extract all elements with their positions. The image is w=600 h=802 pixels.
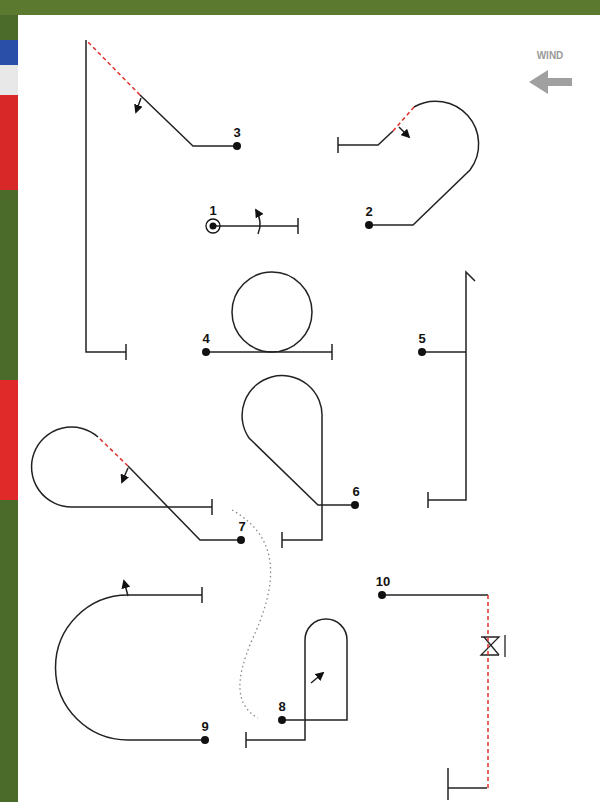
figure-line [32,427,212,507]
wind-arrow-shaft [546,78,572,86]
snap-roll-symbol [481,635,505,657]
roll-arrow [256,210,260,234]
grass-strip [0,0,600,15]
end-tick [281,532,283,548]
start-dot [351,501,359,509]
start-dot [365,221,373,229]
figure-number: 6 [352,485,359,498]
figure-line [140,95,237,146]
snap-roll-stroke [484,637,499,655]
dashed-segment [86,40,140,95]
flag-white [0,65,18,95]
end-tick [331,344,333,360]
white-panel [18,15,600,802]
roll-arrow [122,468,128,482]
end-tick [211,499,213,515]
figure-line [338,131,393,145]
dashed-segment [393,107,414,131]
figure-number: 4 [202,332,209,345]
figure-number: 10 [376,575,390,588]
figure-number: 5 [418,332,425,345]
dashed-segment [487,595,489,788]
roll-arrow [124,581,128,596]
wind-label: WIND [537,51,564,61]
roll-arrow [136,98,141,112]
figure-line [242,376,355,540]
start-dot [378,591,386,599]
start-dot [278,716,286,724]
end-tick [245,732,247,748]
figure-line [213,225,298,227]
start-dot [202,348,210,356]
figure-line [56,595,206,740]
roll-arrow [399,127,409,137]
snap-roll-zigzag [481,637,499,655]
start-dot [237,536,245,544]
figure-number: 1 [209,204,216,217]
end-tick [337,137,339,153]
start-dot [210,223,217,230]
figure-number: 7 [238,520,245,533]
dashed-segment [98,437,128,466]
figure-line [128,466,241,540]
roll-arrow [311,673,323,683]
figure-number: 2 [365,205,372,218]
figure-line [369,101,479,225]
wind-arrow-head [529,70,548,94]
first-figure-ring [206,219,220,233]
figure-line [246,619,347,740]
flag-blue [0,40,18,65]
figure-line [428,272,475,500]
end-tick [427,492,429,508]
figure-number: 3 [233,126,240,139]
figure-line [86,40,126,352]
end-tick [447,768,449,800]
dotted-link [232,510,271,718]
end-tick [125,344,127,360]
figure-line [422,351,466,353]
figure-number: 8 [278,700,285,713]
snap-roll-bar [504,635,505,657]
start-dot [201,736,209,744]
figure-line [448,787,487,789]
loop-circle [232,272,312,352]
flag-red [0,95,18,190]
start-dot [233,142,241,150]
flag-red [0,380,18,500]
start-dot [418,348,426,356]
end-tick [297,218,299,234]
end-tick [201,587,203,603]
figure-number: 9 [201,720,208,733]
figure-line [382,594,488,596]
